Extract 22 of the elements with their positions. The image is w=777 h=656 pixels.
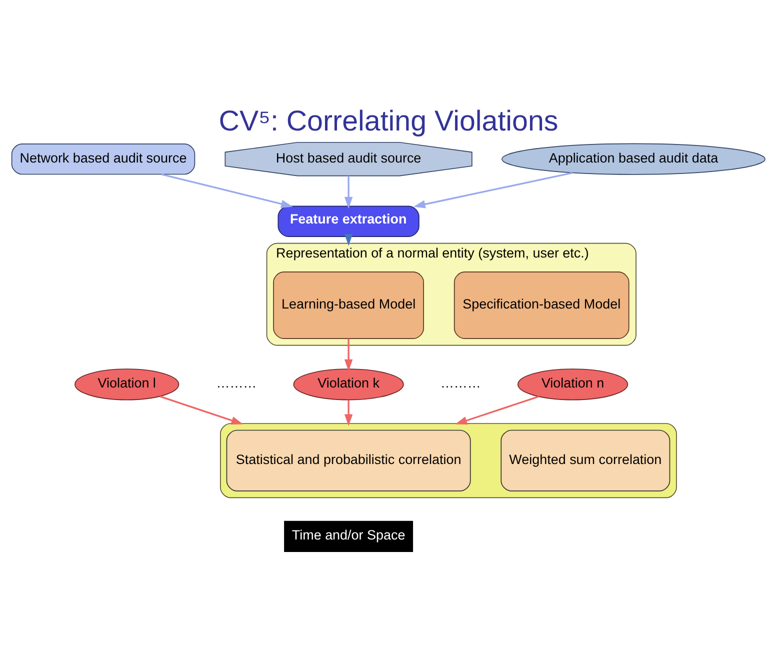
diagram-title: CV⁵: Correlating Violations	[218, 106, 558, 138]
node-ellipse: Application based audit data	[502, 143, 766, 175]
arrow	[160, 396, 244, 424]
arrow	[344, 338, 353, 372]
arrow	[344, 176, 353, 209]
node-box: Statistical and probabilistic correlation	[226, 430, 471, 492]
arrow	[455, 396, 539, 424]
node-box: Network based audit source	[11, 143, 196, 175]
node-ellipse: Violation l	[74, 368, 180, 400]
node-ellipse: Violation n	[517, 368, 628, 400]
node-box: Weighted sum correlation	[500, 430, 670, 492]
arrow	[413, 172, 573, 208]
arrow	[161, 173, 293, 208]
label: Time and/or Space	[292, 528, 406, 543]
cluster	[220, 423, 677, 498]
arrow	[344, 400, 353, 426]
arrow	[344, 234, 353, 246]
label: ………	[440, 376, 481, 391]
node-ellipse: Violation k	[293, 368, 404, 400]
node-box: Learning-based Model	[273, 272, 424, 339]
node-box: Specification-based Model	[454, 272, 630, 339]
label: ………	[216, 376, 257, 391]
